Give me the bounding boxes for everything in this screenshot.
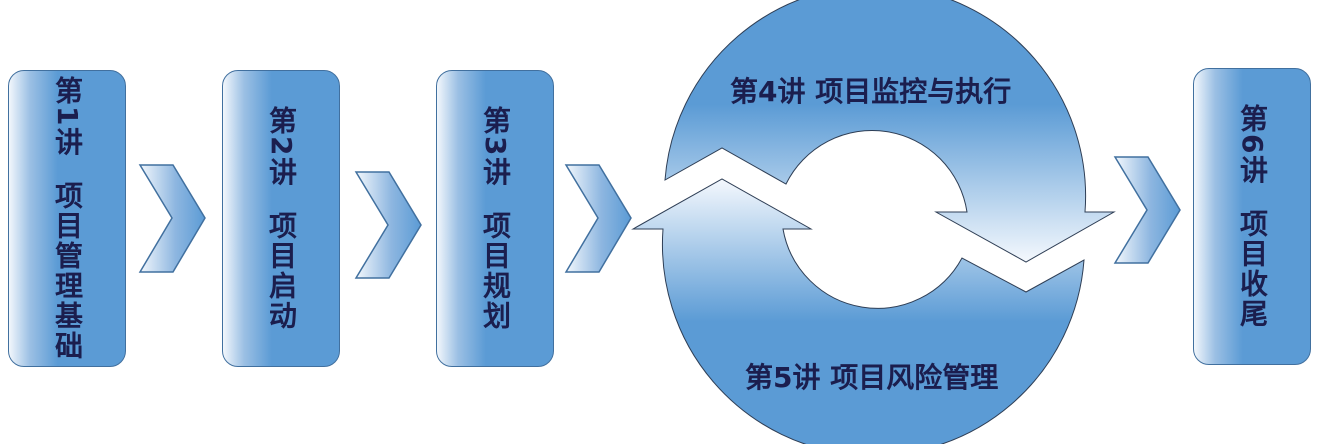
step-box-1: 第1讲 项目管理基础 <box>8 70 126 367</box>
step-label: 第3讲 项目规划 <box>479 106 512 331</box>
cycle-top-label: 第4讲 项目监控与执行 <box>730 75 1012 108</box>
cycle-arrow-upper <box>664 0 1116 263</box>
step-box-2: 第2讲 项目启动 <box>222 70 340 367</box>
chevron-arrow-1 <box>138 164 206 273</box>
chevron-arrow-2 <box>354 171 422 279</box>
cycle-bottom-label: 第5讲 项目风险管理 <box>745 361 999 394</box>
step-label: 第1讲 项目管理基础 <box>51 76 84 361</box>
chevron-arrow-3 <box>564 164 632 273</box>
cycle-arrow-lower <box>631 178 1085 444</box>
step-box-6: 第6讲 项目收尾 <box>1193 68 1311 365</box>
step-label: 第2讲 项目启动 <box>265 106 298 331</box>
step-box-3: 第3讲 项目规划 <box>436 70 554 367</box>
step-label: 第6讲 项目收尾 <box>1236 104 1269 329</box>
chevron-arrow-4 <box>1113 156 1181 264</box>
